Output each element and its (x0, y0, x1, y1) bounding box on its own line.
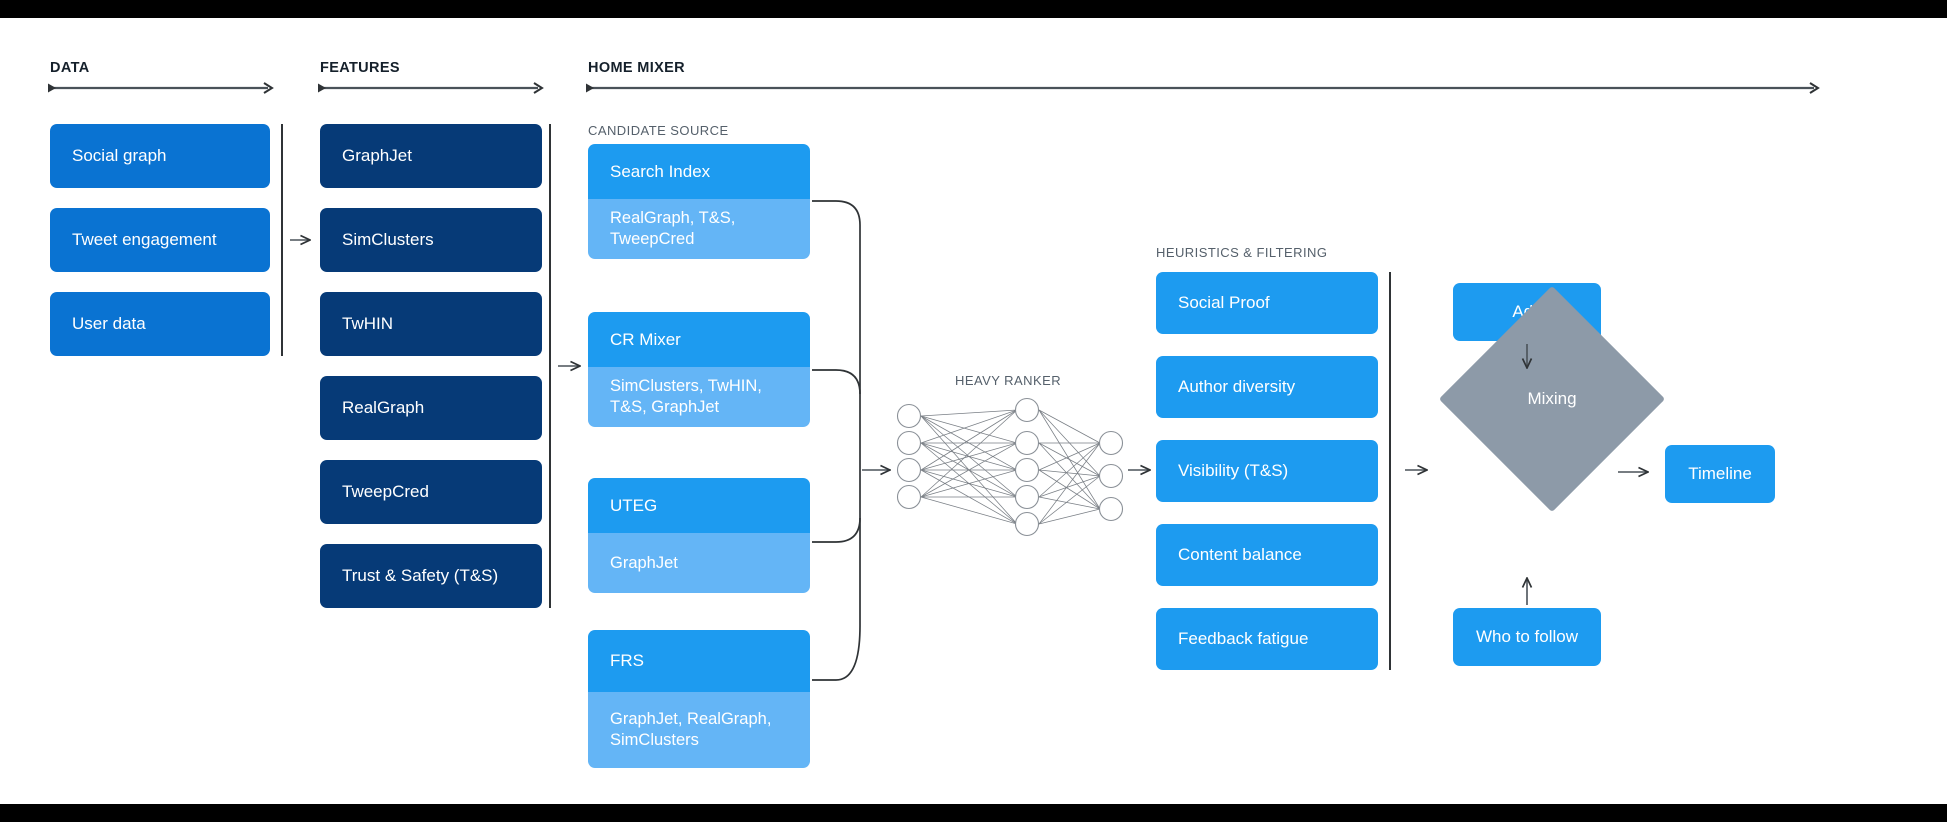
feature-box-trust-and-safety[interactable]: Trust & Safety (T&S) (320, 544, 542, 608)
diagram-canvas: DATA FEATURES HOME MIXER Social graph Tw… (0, 18, 1947, 804)
heuristic-box-visibility[interactable]: Visibility (T&S) (1156, 440, 1378, 502)
heuristic-box-social-proof[interactable]: Social Proof (1156, 272, 1378, 334)
candidate-source-features: GraphJet (588, 533, 810, 593)
heuristic-box-label: Feedback fatigue (1178, 629, 1309, 649)
candidate-source-card-search-index[interactable]: Search Index RealGraph, T&S, TweepCred (588, 144, 810, 259)
data-box-tweet-engagement[interactable]: Tweet engagement (50, 208, 270, 272)
heuristic-box-feedback-fatigue[interactable]: Feedback fatigue (1156, 608, 1378, 670)
mixing-diamond-label: Mixing (1527, 389, 1577, 408)
candidate-source-features: GraphJet, RealGraph, SimClusters (588, 692, 810, 768)
heavy-ranker-network (896, 397, 1124, 537)
feature-box-label: TweepCred (342, 482, 429, 502)
candidate-source-card-uteg[interactable]: UTEG GraphJet (588, 478, 810, 593)
feature-box-graphjet[interactable]: GraphJet (320, 124, 542, 188)
connector-candidate-sources-trunk (812, 200, 861, 681)
feature-box-simclusters[interactable]: SimClusters (320, 208, 542, 272)
section-label-candidate-source: CANDIDATE SOURCE (588, 123, 729, 138)
candidate-source-features: RealGraph, T&S, TweepCred (588, 199, 810, 259)
feature-box-tweepcred[interactable]: TweepCred (320, 460, 542, 524)
section-label-heuristics: HEURISTICS & FILTERING (1156, 245, 1328, 260)
heuristic-box-label: Visibility (T&S) (1178, 461, 1289, 481)
heuristic-box-author-diversity[interactable]: Author diversity (1156, 356, 1378, 418)
section-label-features: FEATURES (320, 60, 400, 76)
feature-box-label: Trust & Safety (T&S) (342, 566, 499, 586)
candidate-source-features: SimClusters, TwHIN, T&S, GraphJet (588, 367, 810, 427)
section-label-heavy-ranker: HEAVY RANKER (955, 373, 1062, 388)
heuristic-box-label: Social Proof (1178, 293, 1270, 313)
feature-box-label: TwHIN (342, 314, 393, 334)
axis-arrow-home-mixer (586, 82, 1820, 94)
section-label-data: DATA (50, 60, 90, 76)
output-box-who-to-follow[interactable]: Who to follow (1453, 608, 1601, 666)
feature-box-realgraph[interactable]: RealGraph (320, 376, 542, 440)
divider-heuristics-mixing (1389, 272, 1391, 670)
section-label-home-mixer: HOME MIXER (588, 60, 685, 76)
candidate-source-name: CR Mixer (588, 312, 810, 367)
output-box-label: Who to follow (1475, 627, 1579, 647)
candidate-source-card-frs[interactable]: FRS GraphJet, RealGraph, SimClusters (588, 630, 810, 768)
data-box-label: Social graph (72, 146, 167, 166)
feature-box-label: SimClusters (342, 230, 434, 250)
candidate-source-name: Search Index (588, 144, 810, 199)
candidate-source-name: FRS (588, 630, 810, 692)
axis-arrow-features (318, 82, 544, 94)
output-box-timeline[interactable]: Timeline (1665, 445, 1775, 503)
feature-box-label: RealGraph (342, 398, 425, 418)
divider-data-features (281, 124, 283, 356)
data-box-label: Tweet engagement (72, 230, 217, 250)
output-box-label: Timeline (1688, 464, 1752, 484)
axis-arrow-data (48, 82, 274, 94)
heuristic-box-content-balance[interactable]: Content balance (1156, 524, 1378, 586)
candidate-source-card-cr-mixer[interactable]: CR Mixer SimClusters, TwHIN, T&S, GraphJ… (588, 312, 810, 427)
data-box-user-data[interactable]: User data (50, 292, 270, 356)
divider-features-homemixer (549, 124, 551, 608)
connector-overlay (290, 200, 1947, 681)
data-box-social-graph[interactable]: Social graph (50, 124, 270, 188)
feature-box-label: GraphJet (342, 146, 412, 166)
data-box-label: User data (72, 314, 146, 334)
candidate-source-name: UTEG (588, 478, 810, 533)
heuristic-box-label: Content balance (1178, 545, 1302, 565)
feature-box-twhin[interactable]: TwHIN (320, 292, 542, 356)
heuristic-box-label: Author diversity (1178, 377, 1296, 397)
